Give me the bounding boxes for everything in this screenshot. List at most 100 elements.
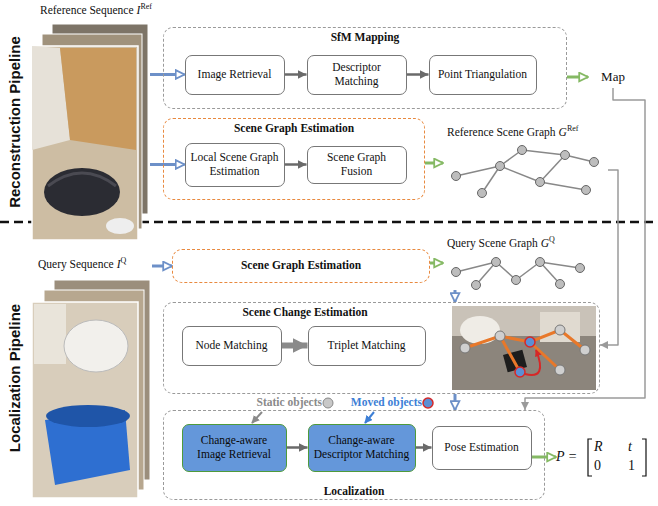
photo-wall: [34, 304, 66, 364]
scene-graph-edges: [465, 330, 585, 372]
math-symbol: I: [137, 4, 141, 16]
photo-basket-rim: [46, 405, 130, 427]
graph-nodes: [452, 146, 599, 290]
motion-arrow: [525, 350, 540, 375]
graph-node: [472, 281, 481, 290]
matrix-cell: 1: [628, 456, 635, 474]
photo-basket-rim: [48, 173, 116, 186]
graph-edge: [540, 155, 565, 182]
title-holder: SfM Mapping: [164, 31, 566, 43]
sequence-panel: Reference SequenceIRef: [30, 22, 150, 242]
label-text: Reconstruction Pipeline: [6, 36, 23, 208]
box-label: Descriptor Matching: [312, 61, 402, 89]
arrow-connector: [567, 76, 588, 79]
sequence-title: Reference Sequence: [40, 4, 134, 16]
matrix-cell: 0: [594, 456, 601, 474]
moved-node: [525, 337, 535, 347]
graph-node: [536, 178, 545, 187]
math-superscript: Ref: [140, 2, 152, 11]
graph-edge: [500, 166, 540, 182]
graph-edge: [522, 150, 565, 155]
box-label: Triplet Matching: [328, 339, 406, 353]
arrow-connector: [150, 73, 185, 76]
arrow-connector: [152, 265, 172, 268]
title-holder: Scene Graph Estimation: [164, 122, 424, 134]
graph-edge: [540, 262, 580, 268]
label-text: Moved objects: [351, 396, 422, 408]
scene-toilet: [460, 316, 500, 344]
photo-cardboard: [60, 48, 136, 150]
module-group: Image Retrieval Descriptor Matching Point …: [163, 27, 567, 109]
process-box: Point Triangulation: [429, 55, 537, 95]
process-box: Image Retrieval: [185, 55, 285, 95]
static-node: [580, 345, 590, 355]
label-text: Localization Pipeline: [6, 304, 23, 452]
leader-arrow: [365, 412, 374, 423]
group-title: Scene Graph Estimation: [173, 259, 429, 271]
photo-frame: [32, 302, 138, 498]
arrow-connector: [454, 394, 457, 410]
process-box: Triplet Matching: [308, 326, 426, 366]
scene-object: [540, 312, 580, 342]
box-label: Point Triangulation: [438, 68, 527, 82]
graph-node: [576, 264, 585, 273]
matrix-entry: 0: [594, 458, 601, 473]
box-label: Change-aware Image Retrieval: [187, 434, 282, 462]
matrix-entry: 1: [628, 458, 635, 473]
matrix-cell: P =: [556, 447, 577, 465]
box-label: Scene Graph Fusion: [312, 151, 402, 179]
object-legend-label: Moved objects: [330, 396, 422, 408]
heading-line: Query SequenceIQ: [38, 258, 126, 270]
arrow-connector: [416, 446, 432, 449]
graph-node: [478, 189, 487, 198]
math-symbol: G: [541, 237, 549, 249]
static-symbol: [323, 398, 333, 408]
graph-node: [518, 146, 527, 155]
title-holder: Scene Change Estimation: [164, 306, 446, 318]
process-box: Change-aware Descriptor Matching: [308, 424, 416, 472]
graph-edge: [456, 262, 496, 272]
process-box: Node Matching: [182, 326, 282, 366]
photo-toilet: [64, 320, 128, 372]
sequence-title: Query Sequence: [38, 258, 114, 270]
arrow-connector: [430, 262, 443, 265]
module-group: Node Matching Triplet Matching Scene Chang…: [163, 302, 600, 394]
matrix-entry: t: [628, 439, 632, 454]
object-legend-label: Static objects: [190, 396, 322, 408]
arrow-connector: [532, 456, 557, 459]
matrix-bracket: [642, 439, 646, 476]
arrow-connector: [454, 290, 457, 302]
graph-node: [582, 186, 591, 195]
arrow-connector: [282, 343, 308, 349]
leader-arrow: [252, 412, 262, 423]
arrow-connector: [407, 73, 429, 76]
scene-graph-nodes: [460, 325, 590, 375]
math-symbol: G: [559, 126, 567, 138]
scene-photo: [452, 306, 596, 390]
graph-node: [590, 158, 599, 167]
group-title: Localization: [164, 485, 544, 497]
static-node: [495, 331, 505, 341]
heading-line: Reference SequenceIRef: [40, 4, 152, 16]
arrow-connector: [285, 73, 307, 76]
sequence-panel: Query Scene GraphGQ: [443, 236, 603, 290]
pose-matrix: P = Rt 0 1: [556, 437, 652, 477]
arrow-connector: [285, 163, 307, 166]
graph-node: [452, 268, 461, 277]
arrow-connector: [287, 446, 308, 449]
connector-group: [150, 75, 645, 458]
graph-node: [512, 276, 521, 285]
process-box: Descriptor Matching: [307, 55, 407, 95]
graph-node: [496, 162, 505, 171]
output-text: Map: [601, 69, 625, 85]
box-label: Change-aware Descriptor Matching: [313, 434, 411, 462]
matrix-bracket: [588, 439, 592, 476]
sequence-panel: Reference Scene GraphGRef: [443, 124, 608, 202]
matrix-cell: R: [594, 437, 603, 455]
graph-node: [452, 172, 461, 181]
group-title: Scene Change Estimation: [164, 306, 446, 318]
graph-node: [492, 258, 501, 267]
box-label: Local Scene Graph Estimation: [190, 151, 280, 179]
matrix-cell: t: [628, 437, 632, 455]
